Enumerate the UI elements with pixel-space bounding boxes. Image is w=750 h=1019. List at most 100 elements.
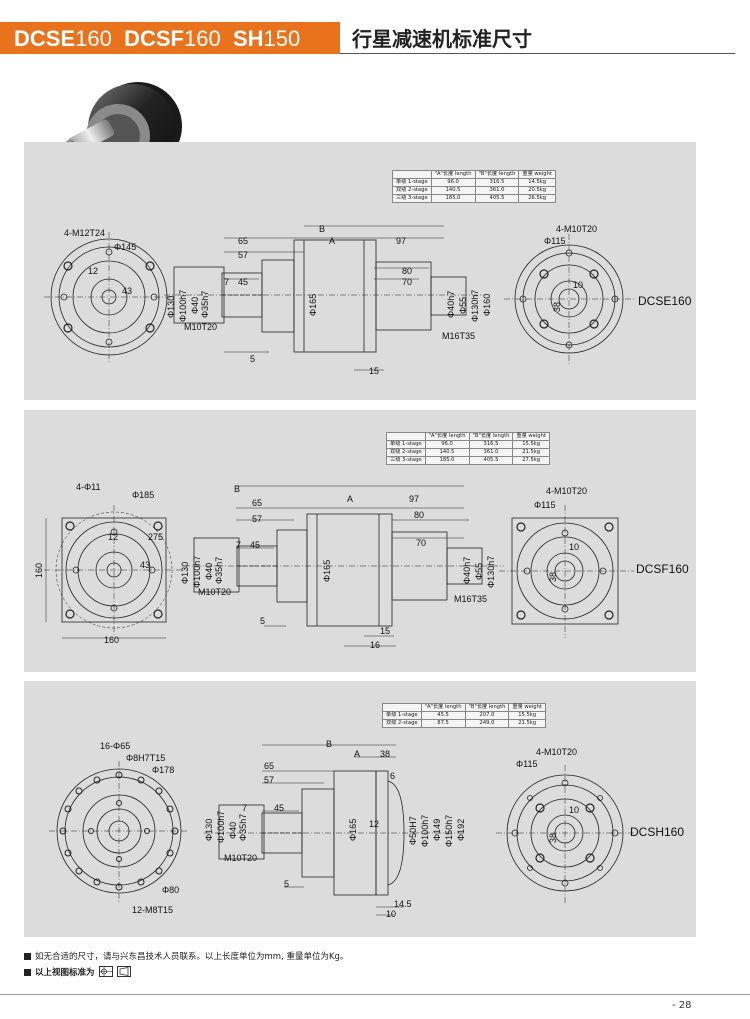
dim-rear-10: 10 bbox=[569, 805, 580, 815]
dim-m16: M16T35 bbox=[454, 594, 488, 604]
dim-phi35h7: Φ35h7 bbox=[238, 813, 248, 841]
dim-7: 7 bbox=[242, 803, 248, 813]
dim-front-275: 275 bbox=[148, 532, 164, 542]
dim-10: 10 bbox=[386, 909, 397, 919]
dim-5: 5 bbox=[250, 354, 256, 364]
dim-A: A bbox=[329, 236, 336, 246]
dim-phi40h7: Φ40h7 bbox=[446, 290, 456, 318]
header-rule bbox=[340, 53, 735, 54]
dcsh160-side-view bbox=[204, 744, 464, 916]
projection-cone-icon bbox=[116, 966, 131, 977]
dim-70: 70 bbox=[416, 538, 427, 548]
dim-phi100h7: Φ100h7 bbox=[192, 555, 202, 588]
dim-phi149: Φ149 bbox=[432, 818, 442, 841]
dim-65: 65 bbox=[264, 761, 275, 771]
dim-B: B bbox=[319, 224, 326, 234]
model-label-dcsf160: DCSF160 bbox=[636, 562, 689, 576]
dim-rear-10: 10 bbox=[573, 280, 584, 290]
dim-45: 45 bbox=[274, 803, 285, 813]
projection-symbol-icon bbox=[98, 966, 113, 977]
model-label-dcsh160: DCSH160 bbox=[630, 825, 685, 839]
dim-front-80: Φ80 bbox=[162, 885, 180, 895]
page-number: - 28 bbox=[672, 1000, 692, 1011]
dim-front-178: Φ178 bbox=[152, 765, 175, 775]
dim-bottom-160: 160 bbox=[104, 635, 120, 645]
dcsf160-side-view bbox=[184, 485, 504, 647]
dcse160-side-view bbox=[164, 225, 484, 371]
dim-phi55: Φ55 bbox=[474, 562, 484, 580]
dim-phi100h7b: Φ100h7 bbox=[420, 814, 430, 847]
dim-45: 45 bbox=[250, 540, 261, 550]
dcse160-rear-view bbox=[504, 234, 634, 364]
dim-B: B bbox=[234, 484, 241, 494]
model-dcsf: DCSF160 bbox=[124, 26, 221, 51]
dim-phi130h7: Φ130h7 bbox=[470, 289, 480, 322]
dim-7: 7 bbox=[236, 540, 242, 550]
dim-rear-holes: 4-M10T20 bbox=[546, 486, 588, 496]
dim-B: B bbox=[326, 739, 333, 749]
dim-phi40: Φ40 bbox=[190, 296, 200, 314]
dim-phi40: Φ40 bbox=[228, 821, 238, 839]
dim-front-pcd: Φ185 bbox=[132, 490, 155, 500]
dim-rear-38: 38 bbox=[548, 832, 558, 843]
dim-m10: M10T20 bbox=[198, 587, 232, 597]
bullet-square-icon bbox=[24, 969, 31, 976]
dim-phi130h7: Φ130h7 bbox=[486, 555, 496, 588]
dim-12: 12 bbox=[369, 819, 380, 829]
dcsh160-rear-view bbox=[496, 765, 636, 903]
dim-rear-10: 10 bbox=[569, 542, 580, 552]
dim-front-m8: 12-M8T15 bbox=[132, 905, 174, 915]
dim-phi165: Φ165 bbox=[348, 818, 358, 841]
dim-phi55: Φ55 bbox=[458, 296, 468, 314]
dim-45: 45 bbox=[238, 277, 249, 287]
dim-rear-holes: 4-M10T20 bbox=[536, 747, 578, 757]
dim-front-12: 12 bbox=[88, 266, 99, 276]
dim-38: 38 bbox=[380, 749, 391, 759]
page-title: 行星减速机标准尺寸 bbox=[352, 27, 532, 51]
dim-phi165: Φ165 bbox=[308, 293, 318, 316]
dcse160-drawing bbox=[44, 225, 634, 371]
dim-phi160: Φ160 bbox=[482, 293, 492, 316]
dim-15: 15 bbox=[380, 626, 391, 636]
dim-80: 80 bbox=[414, 510, 425, 520]
dim-14-5: 14.5 bbox=[394, 899, 412, 909]
dim-phi150h7: Φ150h7 bbox=[444, 814, 454, 847]
dim-front-43: 43 bbox=[122, 286, 133, 296]
model-label-dcse160: DCSE160 bbox=[638, 294, 692, 308]
dim-front-holes: 4-M12T24 bbox=[64, 228, 106, 238]
dim-front-43: 43 bbox=[140, 560, 151, 570]
dcsf160-drawing bbox=[44, 485, 634, 647]
dim-phi35h7: Φ35h7 bbox=[200, 290, 210, 318]
dcse160-front-view bbox=[44, 232, 174, 362]
dim-65: 65 bbox=[252, 498, 263, 508]
dim-front-12: 12 bbox=[108, 532, 119, 542]
dim-m10: M10T20 bbox=[184, 322, 218, 332]
dim-rear-38: 38 bbox=[552, 301, 562, 312]
dim-57: 57 bbox=[264, 775, 275, 785]
dim-5: 5 bbox=[260, 616, 266, 626]
dim-phi130: Φ130 bbox=[204, 818, 214, 841]
dim-rear-38: 38 bbox=[548, 571, 558, 582]
dim-15: 15 bbox=[369, 366, 380, 376]
model-dcse: DCSE160 bbox=[14, 26, 112, 51]
dim-6: 6 bbox=[390, 771, 396, 781]
dim-phi165: Φ165 bbox=[322, 559, 332, 582]
bullet-square-icon bbox=[24, 953, 31, 960]
note-units: 如无合适的尺寸，请与兴东昌技术人员联系。以上长度单位为mm, 重量单位为Kg。 bbox=[24, 950, 348, 962]
note-projection: 以上视图标准为 bbox=[24, 966, 131, 978]
dim-80: 80 bbox=[402, 266, 413, 276]
dim-phi40: Φ40 bbox=[204, 562, 214, 580]
dim-70: 70 bbox=[402, 277, 413, 287]
dim-m10: M10T20 bbox=[224, 853, 258, 863]
